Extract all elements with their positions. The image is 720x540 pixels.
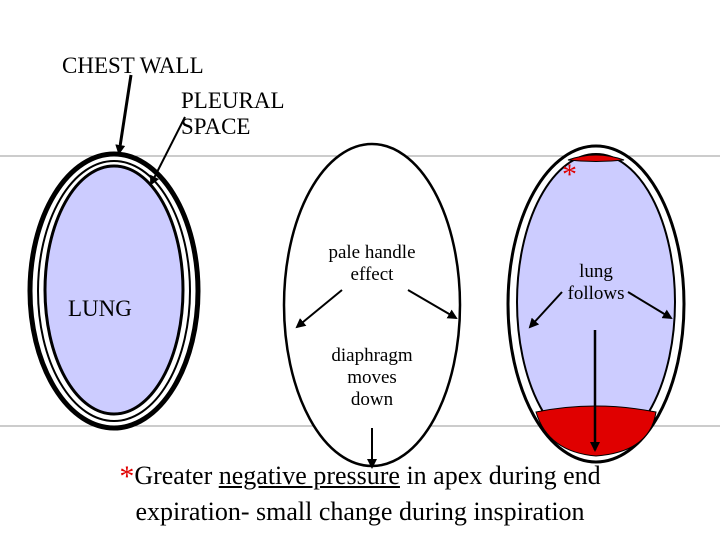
pleural-space-line1: PLEURAL bbox=[181, 88, 285, 113]
lung-follows-arrow-right bbox=[627, 291, 673, 320]
diaphragm-line3: down bbox=[350, 388, 394, 410]
caption-asterisk: * bbox=[119, 460, 135, 493]
caption-part2: in apex during end bbox=[399, 461, 601, 490]
middle-diagram bbox=[282, 142, 462, 469]
caption: *Greater negative pressure in apex durin… bbox=[0, 458, 720, 528]
diaphragm-line2: moves bbox=[347, 366, 397, 388]
pale-handle-arrow-right bbox=[407, 289, 458, 320]
lung-label: LUNG bbox=[68, 296, 132, 321]
pleural-space-line2: SPACE bbox=[181, 114, 251, 140]
apex-red-region bbox=[567, 154, 625, 162]
pleural-space-label: PLEURAL SPACE bbox=[181, 88, 285, 141]
apex-asterisk: * bbox=[562, 158, 577, 191]
caption-line1: *Greater negative pressure in apex durin… bbox=[0, 458, 720, 496]
lung-follows-arrow-left bbox=[528, 291, 563, 329]
caption-part1: Greater bbox=[134, 461, 219, 490]
pale-handle-line1: pale handle bbox=[328, 242, 416, 263]
lung-follows-line1: lung bbox=[579, 261, 613, 282]
right-lung-diagram bbox=[506, 144, 686, 464]
pale-handle-line2: effect bbox=[350, 263, 394, 285]
left-lung-diagram bbox=[27, 74, 201, 431]
lung-follows-line2: follows bbox=[567, 282, 625, 304]
diaphragm-label: diaphragm moves down bbox=[312, 345, 432, 411]
caption-negative-pressure: negative pressure bbox=[218, 461, 400, 490]
chest-wall-arrow bbox=[115, 74, 133, 155]
pleural-space-arrow bbox=[150, 116, 186, 186]
lung-follows-label: lung follows bbox=[546, 261, 646, 305]
left-lung bbox=[43, 164, 185, 416]
pale-handle-label: pale handle effect bbox=[312, 242, 432, 286]
diaphragm-line1: diaphragm bbox=[331, 345, 413, 366]
chest-wall-label: CHEST WALL bbox=[62, 53, 204, 78]
caption-line2: expiration- small change during inspirat… bbox=[135, 496, 585, 526]
pale-handle-arrow-left bbox=[295, 289, 343, 329]
